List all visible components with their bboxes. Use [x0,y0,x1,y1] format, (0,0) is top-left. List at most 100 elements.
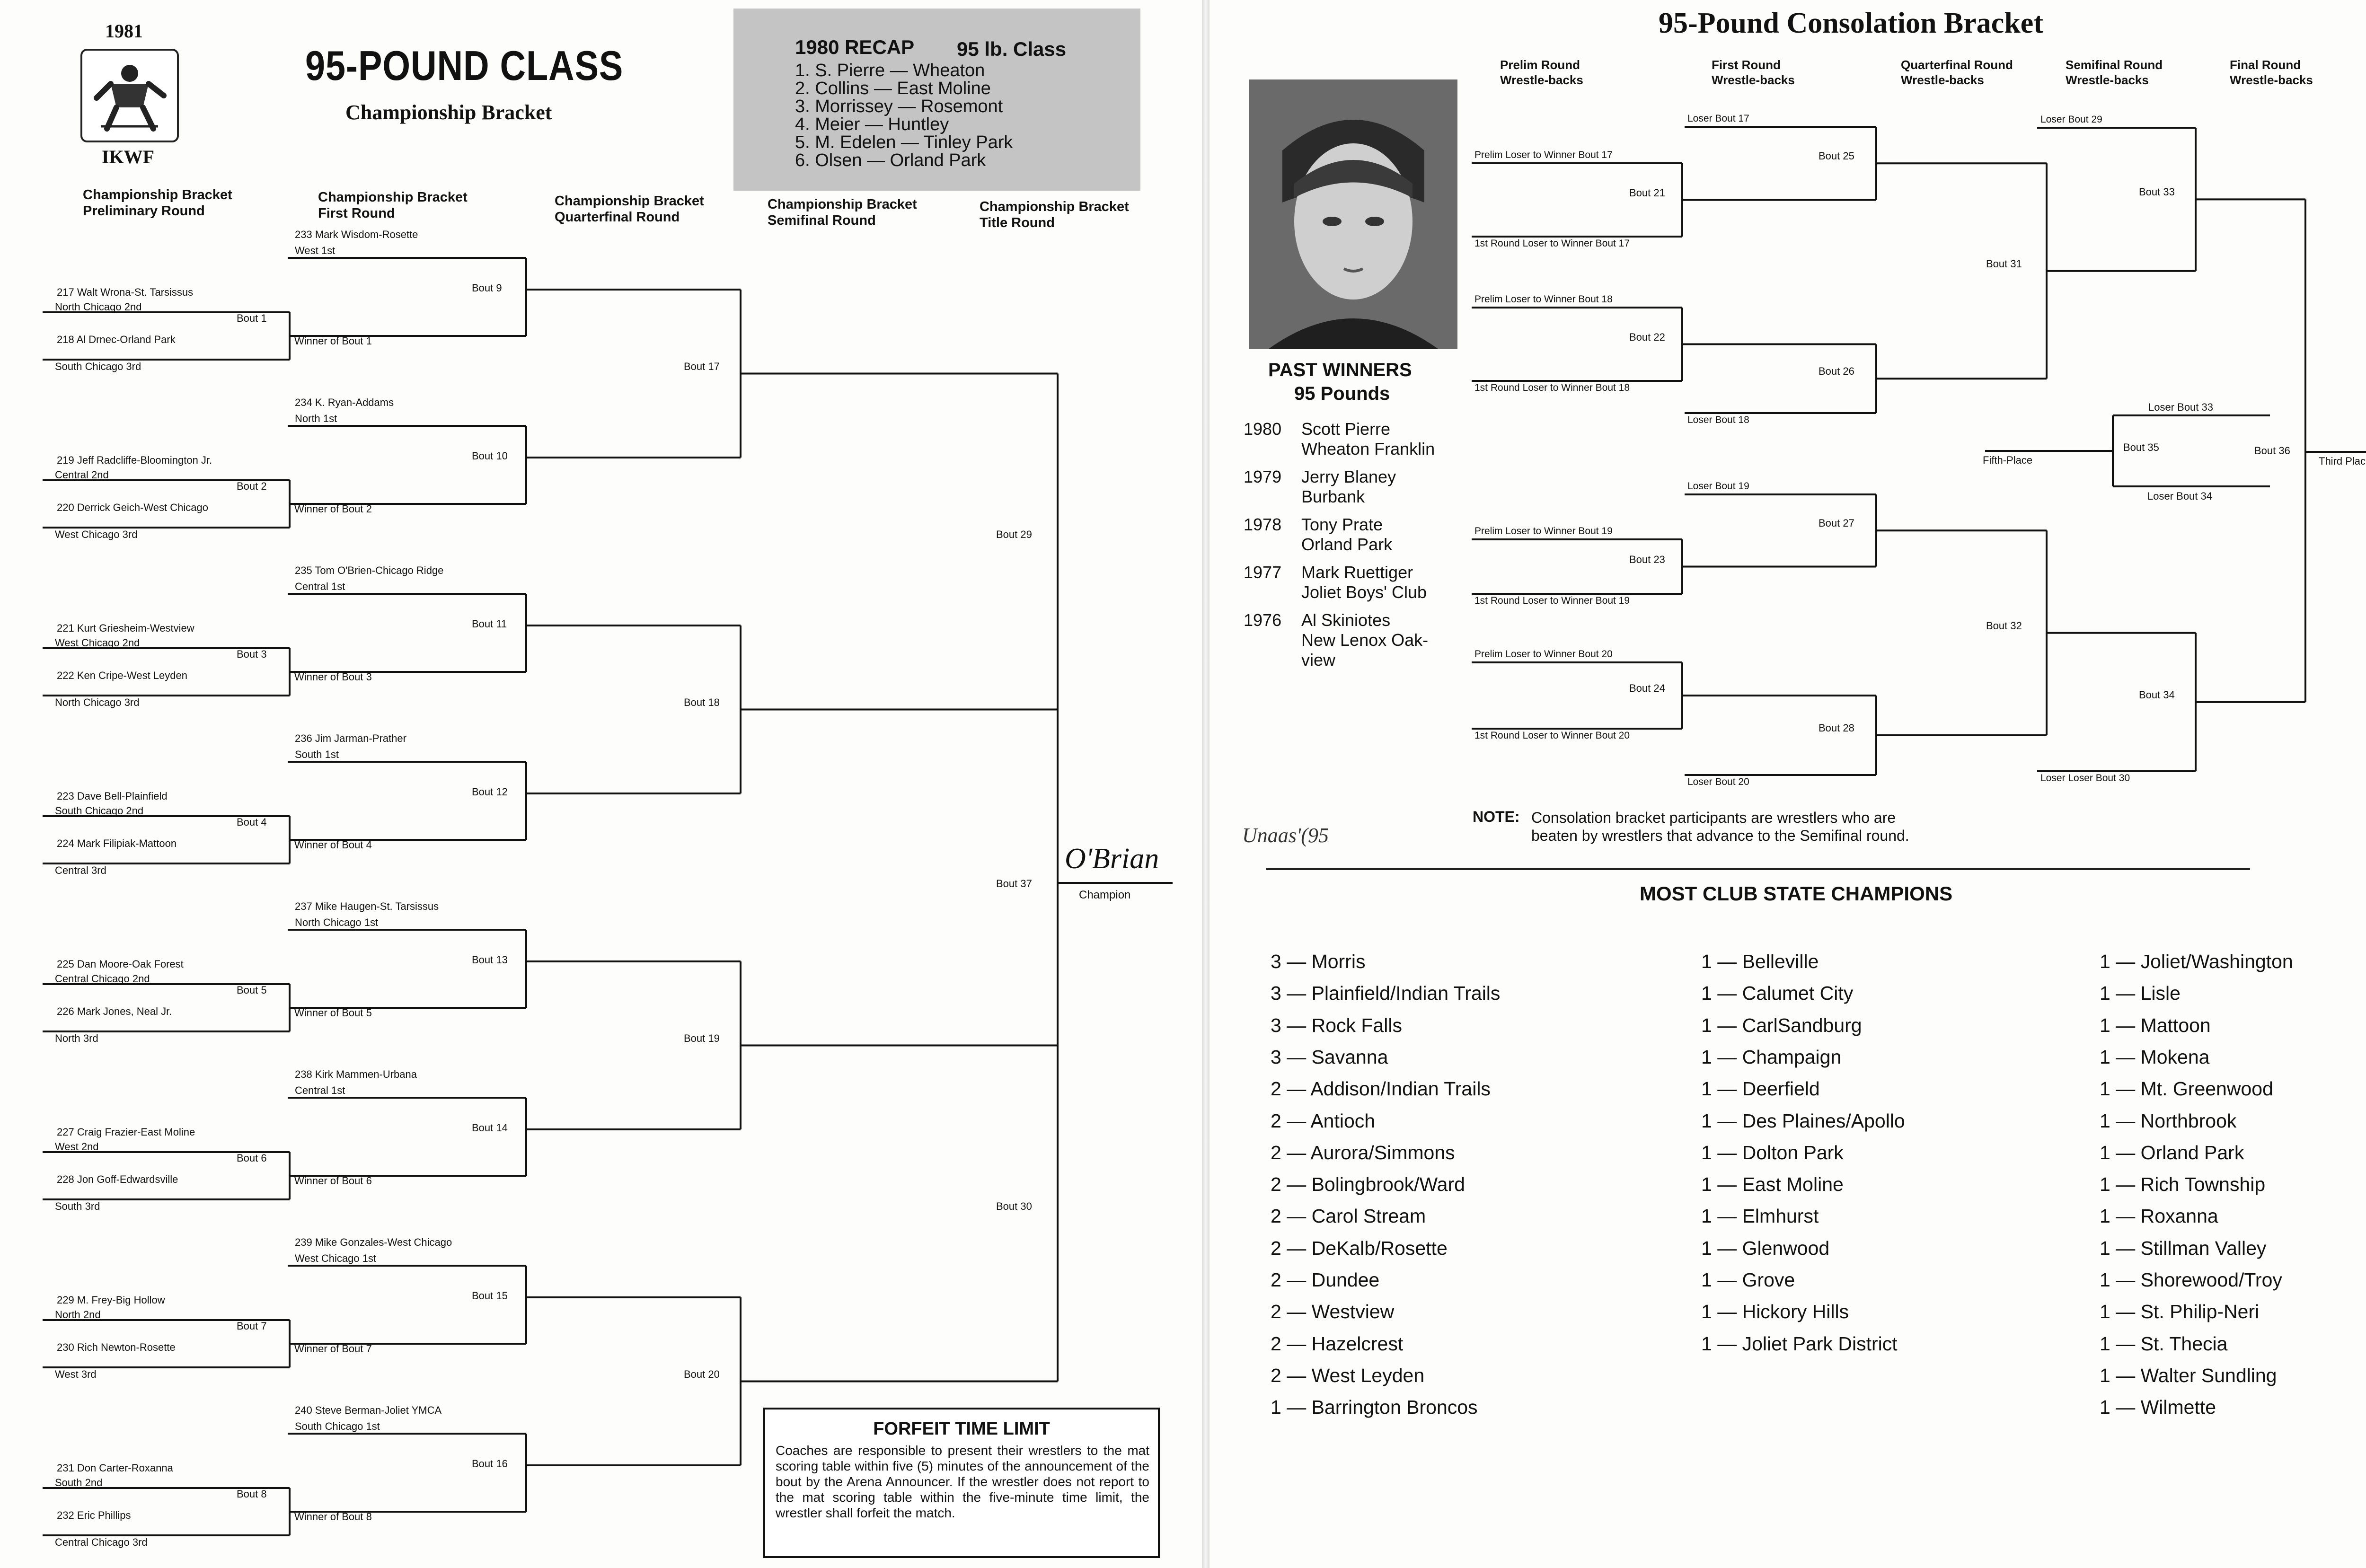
forfeit-body: Coaches are responsible to present their… [776,1443,1149,1520]
past-winner-name: Tony Prate [1301,515,1383,534]
past-winner-club: Wheaton Franklin [1301,439,1435,458]
prelim-place: South Chicago 3rd [55,361,141,372]
winner-of-label: Winner of Bout 3 [294,671,372,683]
club-champion-entry: 1 — Des Plaines/Apollo [1701,1110,1905,1132]
first-round-place: Central 1st [295,581,345,592]
first-round-bout-label: Bout 12 [472,786,508,798]
past-winner-year: 1978 [1244,515,1282,534]
club-champion-entry: 1 — Roxanna [2100,1205,2218,1227]
consolation-round-header: Wrestle-backs [2230,73,2313,87]
recap-entry: 1. S. Pierre — Wheaton [795,61,985,80]
club-champion-entry: 2 — West Leyden [1271,1364,1425,1386]
prelim-place: Central Chicago 3rd [55,1536,148,1548]
prelim-place: West 2nd [55,1141,99,1153]
prelim-bout-label: Bout 6 [237,1152,267,1164]
prelim-place: West Chicago 2nd [55,637,140,649]
recap-box [733,9,1140,191]
first-round-place: South 1st [295,749,339,760]
loser-label: Loser Bout 19 [1687,481,1749,492]
prelim-wrestleback-label: 1st Round Loser to Winner Bout 17 [1474,238,1630,249]
prelim-place: Central 2nd [55,469,109,481]
club-champion-entry: 1 — Rich Township [2100,1173,2266,1196]
consolation-bout-label: Bout 33 [2139,186,2175,198]
first-round-place: North Chicago 1st [295,916,379,928]
signature-mark: Unaas'(95 [1242,824,1329,847]
club-champion-entry: 1 — Belleville [1701,951,1819,972]
loser-label: Loser Bout 17 [1687,113,1749,124]
first-round-bout-label: Bout 10 [472,450,508,462]
consolation-bout-label: Bout 28 [1819,722,1854,734]
header-line: Championship Bracket [768,197,917,212]
first-round-bout-label: Bout 16 [472,1458,508,1470]
header-line: Championship Bracket [83,187,232,203]
club-champion-entry: 2 — Aurora/Simmons [1271,1141,1455,1163]
consolation-bout-label: Bout 32 [1986,619,2022,632]
consolation-bout-label: Bout 25 [1819,150,1854,162]
past-winner-year: 1977 [1244,563,1282,582]
divider-line [1266,868,2250,870]
winner-of-label: Winner of Bout 6 [294,1175,372,1187]
first-round-wrestler: 233 Mark Wisdom-Rosette [295,229,418,240]
prelim-wrestler: 226 Mark Jones, Neal Jr. [57,1005,172,1017]
semi-bout-label: Bout 29 [996,528,1032,540]
ikwf-logo [80,49,179,142]
prelim-wrestler: 225 Dan Moore-Oak Forest [57,958,184,970]
club-champion-entry: 3 — Savanna [1271,1046,1388,1068]
club-champion-entry: 1 — Mt. Greenwood [2100,1078,2273,1100]
year-label: 1981 [105,20,143,42]
prelim-place: North Chicago 3rd [55,696,140,708]
header-line: First Round [318,206,395,221]
prelim-wrestleback-label: Prelim Loser to Winner Bout 18 [1474,294,1613,305]
prelim-bout-label: Bout 1 [237,312,267,324]
consolation-round-header: Wrestle-backs [1712,73,1795,87]
prelim-wrestler: 227 Craig Frazier-East Moline [57,1126,195,1138]
consolation-bout-label: Bout 31 [1986,257,2022,270]
first-round-place: Central 1st [295,1084,345,1096]
prelim-bout-label: Bout 4 [237,816,267,828]
club-champion-entry: 2 — Dundee [1271,1269,1380,1291]
consolation-title: 95-Pound Consolation Bracket [1659,7,2043,39]
prelim-place: West 3rd [55,1368,97,1380]
club-champion-entry: 1 — East Moline [1701,1173,1844,1196]
consolation-round-header: First Round [1712,58,1781,72]
prelim-wrestler: 228 Jon Goff-Edwardsville [57,1173,178,1185]
note-line-2: beaten by wrestlers that advance to the … [1531,827,1909,844]
quarter-bout-label: Bout 19 [684,1032,720,1044]
recap-heading: 1980 RECAP [795,36,915,58]
prelim-bout-label: Bout 8 [237,1488,267,1500]
club-champion-entry: 1 — Mattoon [2100,1014,2211,1036]
past-winner-name: Scott Pierre [1301,419,1391,439]
loser-label: Loser Bout 20 [1687,776,1749,787]
club-champion-entry: 1 — Deerfield [1701,1078,1820,1100]
champion-label: Champion [1079,889,1131,901]
third-place-label: Third Place [2319,455,2366,467]
header-line: Championship Bracket [555,194,704,209]
left-page [0,0,1202,1568]
club-champion-entry: 1 — Walter Sundling [2100,1364,2277,1386]
first-round-bout-label: Bout 15 [472,1290,508,1302]
consolation-round-header: Wrestle-backs [1500,73,1583,87]
first-round-bout-label: Bout 14 [472,1122,508,1134]
first-round-place: South Chicago 1st [295,1420,380,1432]
first-round-wrestler: 236 Jim Jarman-Prather [295,732,406,744]
recap-class: 95 lb. Class [957,38,1067,60]
winner-of-label: Winner of Bout 7 [294,1343,372,1355]
title-bout-label: Bout 37 [996,878,1032,890]
club-champion-entry: 1 — Grove [1701,1269,1795,1291]
prelim-wrestleback-label: 1st Round Loser to Winner Bout 19 [1474,595,1630,606]
prelim-wrestler: 222 Ken Cripe-West Leyden [57,669,187,681]
prelim-wrestleback-label: 1st Round Loser to Winner Bout 18 [1474,382,1630,393]
portrait-image-icon [1249,79,1457,349]
club-champion-entry: 1 — Hickory Hills [1701,1301,1849,1323]
quarter-bout-label: Bout 20 [684,1368,720,1380]
club-champion-entry: 2 — Hazelcrest [1271,1332,1404,1355]
first-round-wrestler: 238 Kirk Mammen-Urbana [295,1068,417,1080]
club-champion-entry: 1 — Dolton Park [1701,1141,1844,1163]
consolation-bout-label: Bout 24 [1629,682,1665,694]
prelim-wrestler: 219 Jeff Radcliffe-Bloomington Jr. [57,454,212,466]
past-winner-name: Mark Ruettiger [1301,563,1413,582]
past-winner-year: 1979 [1244,467,1282,486]
header-line: Championship Bracket [980,199,1129,214]
